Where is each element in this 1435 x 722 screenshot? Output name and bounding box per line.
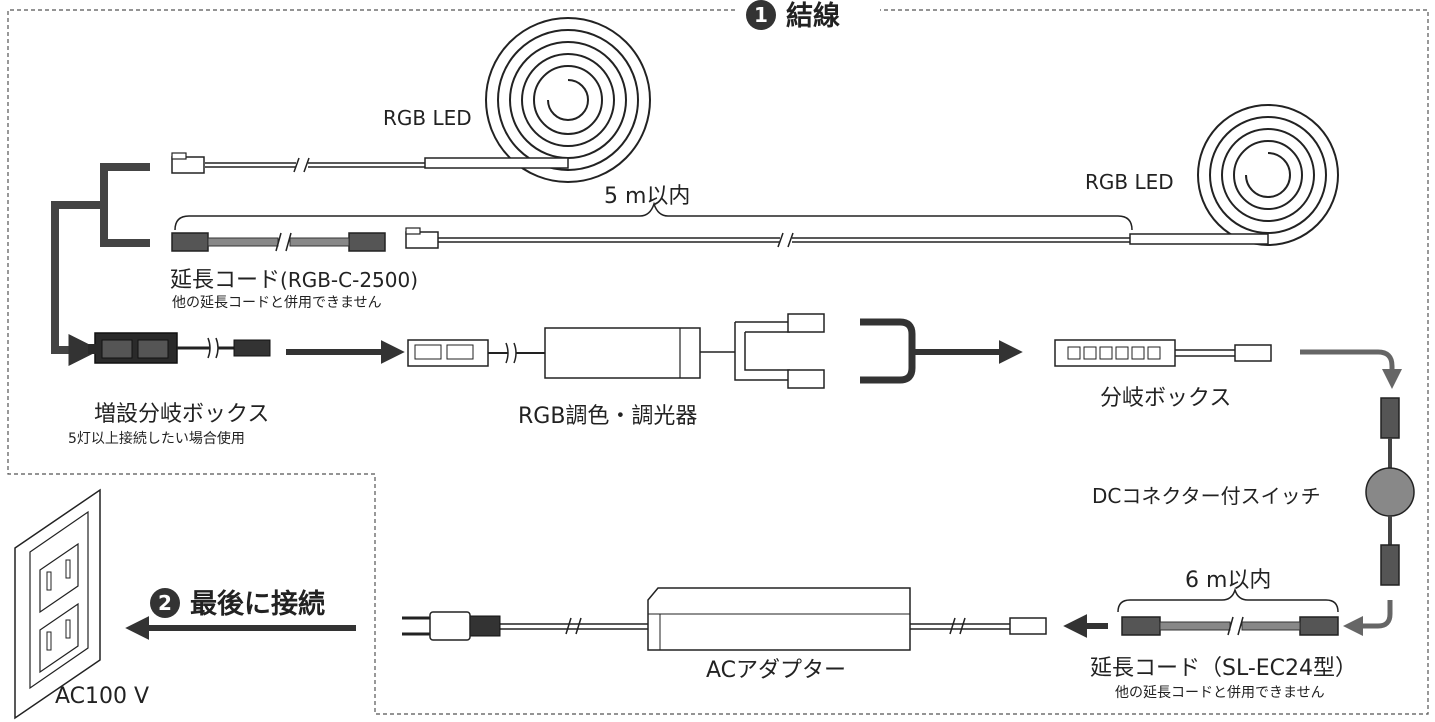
span-6m-bracket: [1117, 587, 1339, 613]
extension-cord-icon: [171, 232, 386, 252]
extension-cord-model: (RGB-C-2500): [280, 268, 419, 292]
add-branch-box-label: 増設分岐ボックス: [94, 402, 270, 427]
ac-adapter-label: ACアダプター: [706, 658, 847, 683]
span-5m-label: 5 m以内: [604, 184, 691, 209]
step1-number: 1: [746, 0, 776, 30]
controller-label: RGB調色・調光器: [518, 404, 698, 429]
led-top-cable: [171, 152, 425, 174]
extension-cord-title: 延長コード: [170, 268, 281, 293]
dc-switch-label: DCコネクター付スイッチ: [1092, 484, 1321, 508]
extension-cord-note: 他の延長コードと併用できません: [172, 295, 382, 311]
section1-frame: [7, 9, 1429, 715]
extension-cord-2-note: 他の延長コードと併用できません: [1115, 685, 1325, 701]
outlet-label: AC100 V: [55, 684, 150, 709]
section2-header: 2 最後に接続: [150, 582, 325, 621]
branch-box-label: 分岐ボックス: [1100, 386, 1232, 411]
extension-cord-2-icon: [1121, 616, 1339, 636]
led-coil-right-icon: [1129, 104, 1339, 246]
branch-bracket: [100, 163, 150, 247]
ac-adapter-icon: [402, 587, 1047, 651]
rgb-led-right-label: RGB LED: [1085, 170, 1174, 194]
step2-number: 2: [150, 588, 180, 618]
rgb-led-top-label: RGB LED: [383, 106, 472, 130]
add-branch-box-icon: [88, 332, 271, 364]
extension-cord-label: 延長コード(RGB-C-2500): [170, 262, 418, 294]
branch-box-icon: [1054, 339, 1272, 367]
span-6m-label: 6 m以内: [1185, 568, 1272, 593]
wall-outlet-icon: [14, 488, 101, 720]
add-branch-box-note: 5灯以上接続したい場合使用: [68, 431, 245, 447]
section2-title: 最後に接続: [190, 589, 325, 620]
span-5m-bracket: [174, 201, 1133, 231]
extension-cord-2-label: 延長コード（SL-EC24型）: [1090, 656, 1358, 681]
led-right-cable: [405, 227, 1130, 249]
section1-title: 結線: [786, 1, 840, 32]
led-coil-top-icon: [424, 17, 651, 183]
dc-switch-icon: [1365, 397, 1415, 586]
section1-header: 1 結線: [740, 0, 846, 33]
rgb-controller-icon: [407, 313, 825, 389]
